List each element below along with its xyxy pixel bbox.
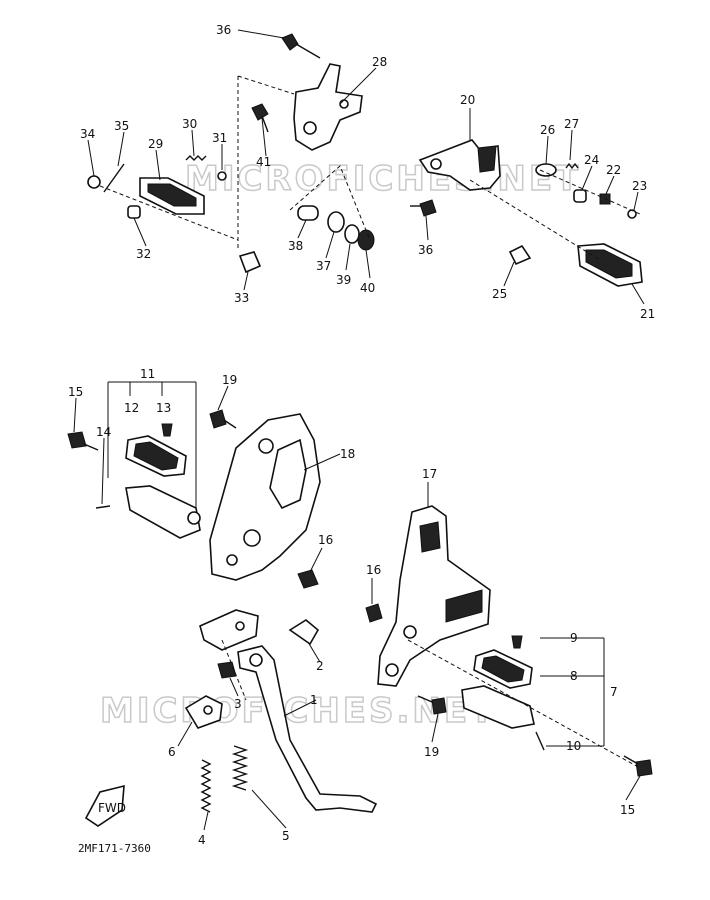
callout-23: 23 (632, 179, 647, 193)
callout-40: 40 (360, 281, 375, 295)
callout-31: 31 (212, 131, 227, 145)
washer-24 (573, 189, 587, 203)
callout-24: 24 (584, 153, 599, 167)
callout-35: 35 (114, 119, 129, 133)
spring-30 (185, 155, 207, 161)
screw-13 (161, 423, 173, 437)
pin-35 (103, 163, 125, 193)
bolt-41 (251, 103, 269, 121)
spring-5 (231, 745, 249, 791)
spring-4 (200, 759, 212, 813)
callout-8: 8 (570, 669, 578, 683)
pin-10 (535, 731, 545, 751)
damper-33 (238, 251, 262, 274)
callout-17: 17 (422, 467, 437, 481)
callout-37: 37 (316, 259, 331, 273)
footpeg-7 (461, 685, 535, 729)
bolt-19-top (209, 409, 227, 429)
bolt-16-right (365, 603, 383, 623)
washer-37 (327, 211, 345, 233)
callout-11: 11 (140, 367, 155, 381)
callout-leaders (73, 29, 645, 831)
bolt-16-left (297, 569, 319, 589)
watermark-top: MICROFICHES.NET (185, 159, 581, 199)
callout-36-right: 36 (418, 243, 433, 257)
callout-3: 3 (234, 697, 242, 711)
nut-40 (357, 229, 375, 251)
callout-16-left: 16 (318, 533, 333, 547)
footrest-bracket-17 (377, 505, 491, 687)
pin-26 (535, 163, 557, 177)
bolt-36-right (419, 199, 437, 217)
callout-22: 22 (606, 163, 621, 177)
callout-1: 1 (310, 693, 318, 707)
callout-7: 7 (610, 685, 618, 699)
callout-5: 5 (282, 829, 290, 843)
drawing-code: 2MF171-7360 (78, 842, 151, 855)
callout-2: 2 (316, 659, 324, 673)
callout-19-bottom: 19 (424, 745, 439, 759)
callout-39: 39 (336, 273, 351, 287)
callout-33: 33 (234, 291, 249, 305)
nut-3 (217, 661, 237, 679)
callout-15-right: 15 (620, 803, 635, 817)
bolt-15-right (635, 759, 653, 777)
pin-14 (95, 505, 111, 509)
footrest-bracket-28 (293, 63, 363, 151)
callout-25: 25 (492, 287, 507, 301)
callout-32: 32 (136, 247, 151, 261)
spring-27 (565, 162, 579, 170)
callout-13: 13 (156, 401, 171, 415)
callout-28: 28 (372, 55, 387, 69)
fwd-arrow: FWD (84, 784, 126, 827)
callout-numbers: 36 28 20 34 35 30 31 29 41 26 27 24 22 2… (68, 23, 655, 847)
collar-38 (297, 205, 319, 221)
sidestand-1 (237, 645, 378, 813)
callout-20: 20 (460, 93, 475, 107)
callout-41: 41 (256, 155, 271, 169)
callout-34: 34 (80, 127, 95, 141)
bolt-15-left (67, 431, 87, 449)
left-front-footrest-group (67, 381, 321, 589)
watermark-bottom: MICROFICHES.NET (100, 691, 496, 731)
callout-18: 18 (340, 447, 355, 461)
callout-38: 38 (288, 239, 303, 253)
callout-14: 14 (96, 425, 111, 439)
callout-30: 30 (182, 117, 197, 131)
callout-15-left: 15 (68, 385, 83, 399)
callout-29: 29 (148, 137, 163, 151)
callout-9: 9 (570, 631, 578, 645)
washer-34 (87, 175, 101, 189)
callout-26: 26 (540, 123, 555, 137)
rear-right-footrest-group (410, 139, 643, 287)
callout-6: 6 (168, 745, 176, 759)
sidestand-group (184, 609, 378, 813)
callout-21: 21 (640, 307, 655, 321)
callout-4: 4 (198, 833, 206, 847)
stand-bracket-plate (199, 609, 259, 651)
screw-9 (511, 635, 523, 649)
callout-12: 12 (124, 401, 139, 415)
bolt-19-bottom (431, 697, 447, 715)
callout-19-top: 19 (222, 373, 237, 387)
callout-10: 10 (566, 739, 581, 753)
bolt-36-top (281, 33, 299, 51)
ball-25 (508, 244, 532, 266)
footpeg-11 (125, 485, 201, 539)
callout-36-top: 36 (216, 23, 231, 37)
pin-23 (627, 209, 637, 219)
pin-31 (217, 171, 227, 181)
bolt-2 (288, 619, 320, 646)
fwd-label: FWD (98, 801, 126, 815)
callout-27: 27 (564, 117, 579, 131)
ball-32 (127, 205, 141, 219)
right-front-footrest-group (365, 505, 653, 777)
callout-16-right: 16 (366, 563, 381, 577)
washer-39 (344, 224, 360, 244)
rear-left-footrest-group (87, 33, 375, 274)
